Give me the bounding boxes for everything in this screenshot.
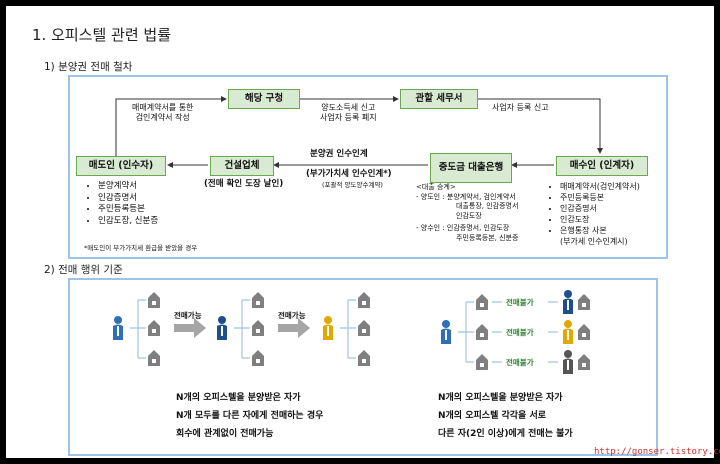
list-item: (부가세 인수인계시) [560,237,628,246]
label-transfer: 분양권 인수인계 [310,149,368,159]
list-item: 분양계약서 [98,181,158,193]
right-text-3: 다른 자(2인 이상)에게 전매는 불가 [438,429,573,439]
right-text-2: N개의 오피스텔 각각을 서로 [438,411,547,421]
box-tax-office: 관할 세무서 [400,89,478,109]
list-item: 은행통장 사본 [560,225,640,236]
box-district-office: 해당 구청 [228,89,300,109]
section2-heading: 2) 전매 행위 기준 [44,264,123,276]
source-url-link[interactable]: http://gonser.tistory.com [594,447,720,457]
left-text-1: N개의 오피스텔을 분양받은 자가 [176,393,301,403]
left-text-3: 회수에 관계없이 전매가능 [176,429,274,439]
list-item: 인감증명서 [560,203,640,214]
list-item: 인감도장 [560,214,640,225]
transfer-procedure-panel: 해당 구청 관할 세무서 매도인 (인수자) 건설업체 중도금 대출은행 매수인… [68,75,668,259]
list-item: 인감도장, 신분증 [98,216,158,228]
transfer-criteria-panel: 전매가능 전매가능 전매불가 전매불가 전매불가 N개의 오피스텔을 분양받은 … [68,278,658,456]
flow-arrows [115,96,603,168]
label-allowed-2: 전매가능 [278,311,306,320]
box-buyer: 매수인 (인계자) [556,156,648,176]
box-builder: 건설업체 [210,156,274,176]
criteria-diagram [113,290,590,374]
bank-docs: <대출 승계> - 양도인 : 분양계약서, 검인계약서 대출통장, 인감증명서… [416,183,519,242]
left-text-2: N개 모두를 다른 자에게 전매하는 경우 [176,411,324,421]
label-allowed-1: 전매가능 [174,311,202,320]
label-confirm-stamp: (전매 확인 도장 날인) [204,179,284,189]
page-title: 1. 오피스텔 관련 법률 [32,26,172,44]
buyer-docs-list: 매매계약서(검인계약서) 주민등록등본 인감증명서 인감도장 은행통장 사본 (… [548,181,640,247]
footnote: *매도인이 부가가치세 환급을 받았을 경우 [84,244,198,252]
label-biz-registration: 사업자 등록 신고 [492,103,549,112]
seller-docs-list: 분양계약서 인감증명서 주민등록등본 인감도장, 신분증 [86,181,158,227]
list-item: 주민등록등본 [560,192,640,203]
page: 1. 오피스텔 관련 법률 1) 분양권 전매 철차 해당 구청 관할 세무서 … [6,6,720,458]
box-bank: 중도금 대출은행 [430,153,512,183]
label-denied-2: 전매불가 [506,328,534,337]
list-item: 주민등록등본 [98,204,158,216]
list-item: 인감증명서 [98,193,158,205]
label-denied-3: 전매불가 [506,358,534,367]
label-vat-sub: (포괄적 양도양수계약) [322,181,383,189]
label-vat-transfer: (부가가치세 인수인계*) [306,169,392,179]
box-seller: 매도인 (인수자) [76,156,166,176]
list-item: 매매계약서(검인계약서) [560,181,640,192]
right-text-1: N개의 오피스텔을 분양받은 자가 [438,393,563,403]
section1-heading: 1) 분양권 전매 철차 [44,61,133,73]
label-denied-1: 전매불가 [506,298,534,307]
